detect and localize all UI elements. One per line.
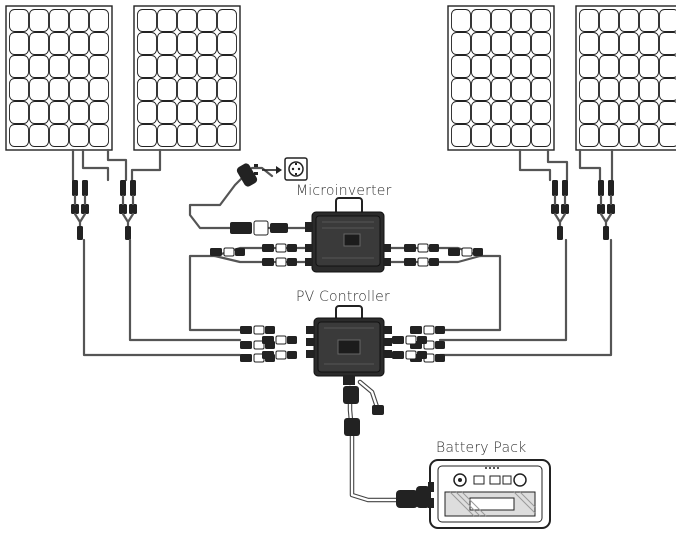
- microinverter-icon: [305, 197, 391, 273]
- solar-panel-icon: [5, 5, 113, 151]
- solar-panel-icon: [575, 5, 676, 151]
- mc4-connector-icon: [262, 335, 297, 345]
- mc4-connector-icon: [448, 247, 483, 257]
- mc4-connector-icon: [262, 243, 297, 253]
- controller-connectors: [210, 243, 483, 363]
- plug-icon: [236, 163, 258, 187]
- mc4-connectors: [71, 180, 615, 240]
- mc4-connector-icon: [262, 350, 297, 360]
- mc4-connector-icon: [392, 335, 427, 345]
- mc4-connector-icon: [392, 350, 427, 360]
- solar-panel-icon: [133, 5, 241, 151]
- arrow-icon: [262, 166, 282, 174]
- battery-pack-icon: [428, 459, 551, 529]
- ac-connector: [230, 220, 288, 236]
- battery-cable: [343, 379, 430, 508]
- mc4-connector-icon: [410, 325, 445, 335]
- mc4-connector-icon: [404, 257, 439, 267]
- pv-controller-icon: [306, 305, 392, 385]
- mc4-connector-icon: [597, 180, 615, 240]
- mc4-connector-icon: [404, 243, 439, 253]
- microinverter-label: Microinverter: [296, 183, 392, 199]
- solar-panel-icon: [447, 5, 555, 151]
- panel-to-controller-wires: [82, 238, 613, 357]
- battery-pack-label: Battery Pack: [436, 440, 527, 456]
- wall-outlet-icon: [284, 157, 308, 181]
- pv-controller-label: PV Controller: [296, 289, 390, 305]
- mc4-connector-icon: [240, 325, 275, 335]
- mc4-connector-icon: [551, 180, 569, 240]
- mc4-connector-icon: [210, 247, 245, 257]
- panel-leads: [71, 148, 614, 182]
- mc4-connector-icon: [262, 257, 297, 267]
- mc4-connector-icon: [71, 180, 89, 240]
- solar-panels: [5, 5, 676, 151]
- mc4-connector-icon: [119, 180, 137, 240]
